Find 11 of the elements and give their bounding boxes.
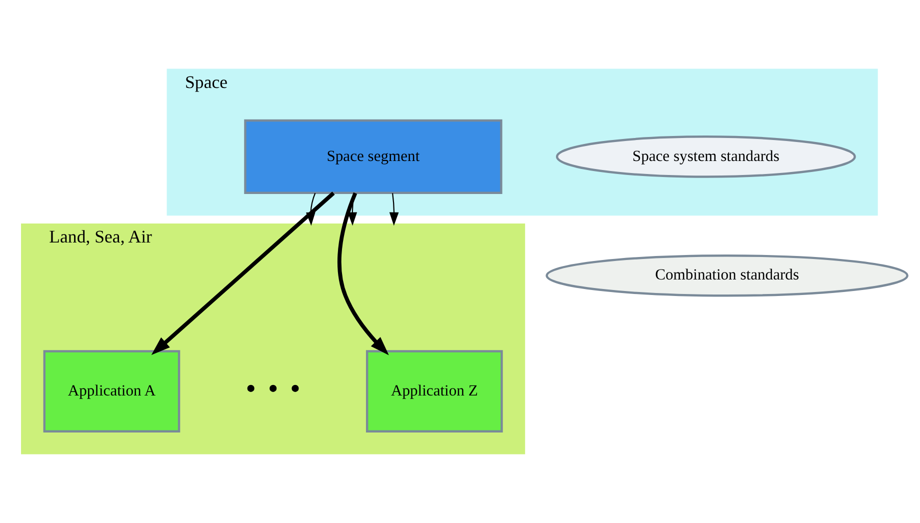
- arrow: [306, 192, 316, 226]
- node-ellipse: Space system standards: [556, 136, 856, 178]
- node-box: Application Z: [366, 350, 503, 432]
- node-box: Space segment: [244, 119, 502, 194]
- label: • • •: [244, 374, 302, 404]
- arrow: [348, 193, 358, 226]
- arrow: [389, 193, 399, 226]
- arrow: [151, 192, 335, 355]
- node-ellipse: Combination standards: [546, 254, 908, 297]
- arrow: [337, 192, 389, 356]
- node-box: Application A: [43, 350, 180, 432]
